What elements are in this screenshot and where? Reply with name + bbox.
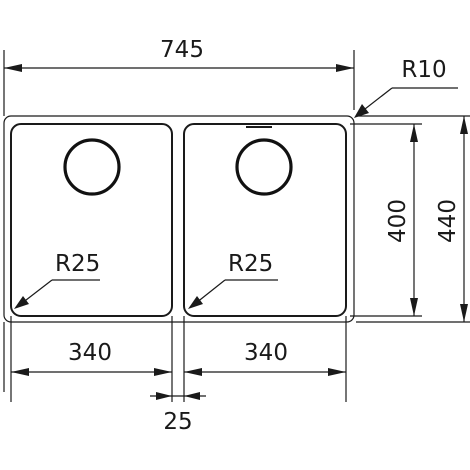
overall-width-dimension: 745 [3,37,355,116]
arrowhead-bottom [460,304,468,322]
outer-rim [3,115,355,323]
outer-radius-label: R10 [401,57,446,83]
bowl-gap-dimension: 25 [150,392,206,435]
arrowhead-right [154,368,172,376]
right-bowl [183,123,347,317]
arrowhead-bottom [410,298,418,316]
arrowhead-left [4,64,22,72]
leader-arrowhead [354,104,369,118]
arrowhead-right [184,392,200,400]
right-bowl-radius-label: R25 [228,251,273,277]
overall-height-label: 440 [435,199,461,243]
arrowhead-right [328,368,346,376]
arrowhead-top [460,116,468,134]
left-bowl-width-label: 340 [68,340,112,366]
left-bowl [10,123,173,317]
left-drain-icon [63,138,121,196]
right-bowl-width-label: 340 [244,340,288,366]
left-bowl-radius-label: R25 [55,251,100,277]
right-bowl-width-dimension: 340 [184,340,346,376]
arrowhead-left [184,368,202,376]
bowl-height-dimension: 400 [350,123,422,317]
left-bowl-radius-leader: R25 [14,251,100,309]
bowl-gap-label: 25 [163,409,192,435]
leader-arrowhead [188,296,203,309]
bowl-height-label: 400 [385,199,411,243]
overall-height-dimension: 440 [356,115,470,323]
arrowhead-right [336,64,354,72]
right-drain-icon [235,138,293,196]
leader-arrowhead [14,296,29,309]
arrowhead-left [11,368,29,376]
outer-radius-leader: R10 [354,57,458,118]
right-bowl-radius-leader: R25 [188,251,278,309]
overall-width-label: 745 [160,37,204,63]
arrowhead-left [156,392,172,400]
left-bowl-width-dimension: 340 [11,340,172,376]
sink-outline [3,115,355,323]
bottom-dimensions [3,316,347,402]
arrowhead-top [410,124,418,142]
